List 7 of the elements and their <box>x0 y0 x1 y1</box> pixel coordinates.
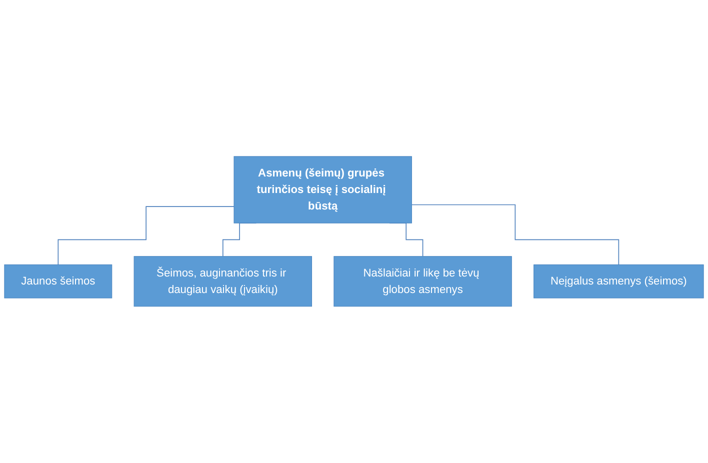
node-box: Neįgalus asmenys (šeimos) <box>534 264 704 298</box>
connector <box>411 204 620 266</box>
node-box: Našlaičiai ir likę be tėvų globos asmenys <box>334 256 512 307</box>
node-box: Šeimos, auginančios tris ir daugiau vaikų (įvaikių) <box>134 256 312 307</box>
node-box: Jaunos šeimos <box>4 264 112 298</box>
connector <box>58 206 234 266</box>
node-box: Asmenų (šeimų) grupės turinčios teisę į socialinį būstą <box>234 156 412 224</box>
